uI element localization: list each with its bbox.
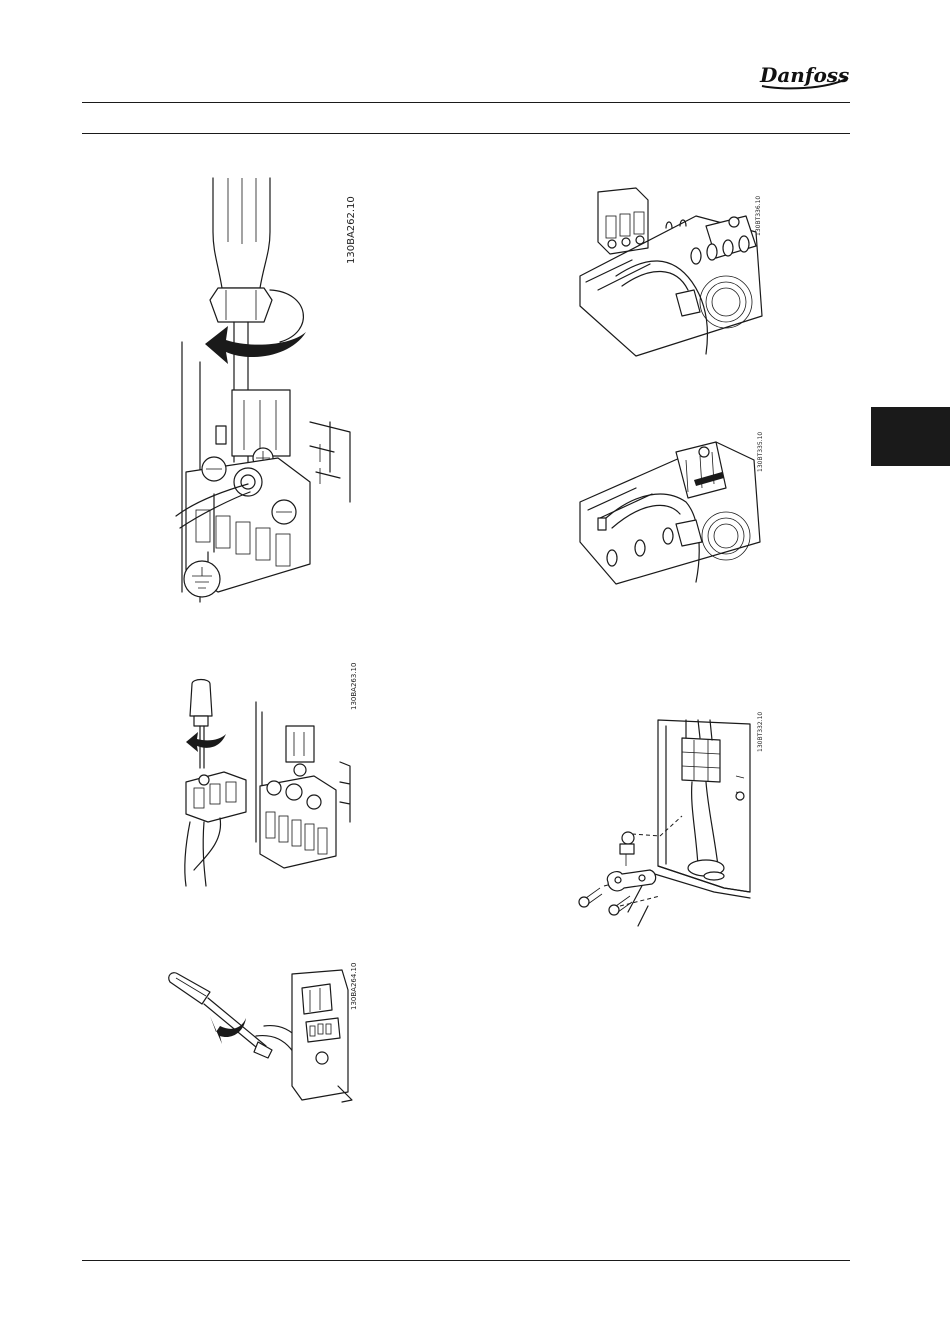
header-rule-bottom	[82, 133, 850, 134]
figure-terminal-cover-screws: 130BT332.10	[574, 716, 774, 932]
figure-mains-plug-screwdriver: 130BA263.10	[164, 672, 364, 892]
figure-code: 130BT335.10	[757, 432, 764, 472]
danfoss-logo: Danfoss	[756, 56, 852, 96]
figure-code: 130BA263.10	[350, 663, 358, 710]
figure-cable-clamp-screwdriver: 130BA264.10	[162, 966, 362, 1106]
figure-code: 130BT336.10	[755, 196, 762, 236]
header-rule-top	[82, 102, 850, 103]
figure-ground-terminal-screwdriver: 130BA262.10	[160, 172, 375, 612]
figure-terminal-box-wiring-2: 130BT335.10	[576, 432, 776, 588]
footer-rule	[82, 1260, 850, 1261]
figure-code: 130BA264.10	[350, 963, 358, 1010]
figure-code: 130BA262.10	[346, 196, 357, 264]
figure-terminal-box-wiring-1: 130BT336.10	[576, 186, 776, 358]
section-tab	[871, 407, 950, 466]
figure-code: 130BT332.10	[757, 712, 764, 752]
brand-wordmark: Danfoss	[759, 63, 849, 87]
